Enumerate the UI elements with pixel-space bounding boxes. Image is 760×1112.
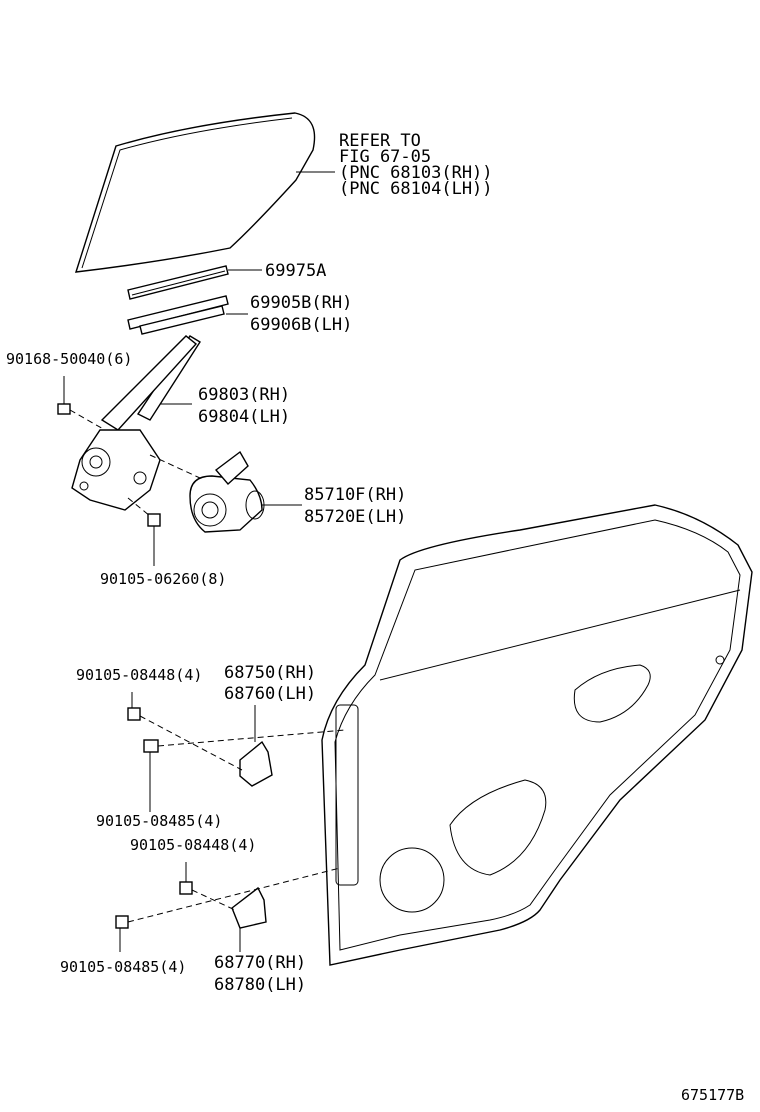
upper-hinge: [127, 692, 346, 812]
rear-door-panel: [321, 504, 753, 966]
label-90168-50040: 90168-50040(6): [6, 350, 132, 368]
door-glass: [75, 112, 316, 273]
diagram-code: 675177B: [681, 1086, 744, 1104]
window-regulator: [71, 335, 201, 511]
run-channel-strip: [127, 265, 229, 300]
bolt-90105-06260: [127, 497, 161, 566]
label-85710F: 85710F(RH): [304, 485, 406, 505]
label-68780: 68780(LH): [214, 975, 306, 995]
refer-line-3: (PNC 68103(RH)): [339, 163, 493, 183]
label-68770: 68770(RH): [214, 953, 306, 973]
regulator-motor: [149, 450, 265, 533]
label-69803: 69803(RH): [198, 385, 290, 405]
label-90105-08485-upper: 90105-08485(4): [96, 812, 222, 830]
lower-hinge: [115, 862, 341, 952]
refer-line-1: REFER TO: [339, 131, 421, 151]
label-68760: 68760(LH): [224, 684, 316, 704]
weatherstrip: [127, 295, 229, 335]
label-68750: 68750(RH): [224, 663, 316, 683]
label-69975A: 69975A: [265, 261, 326, 281]
label-90105-08448-lower: 90105-08448(4): [130, 836, 256, 854]
label-69905B: 69905B(RH): [250, 293, 352, 313]
refer-line-4: (PNC 68104(LH)): [339, 179, 493, 199]
label-90105-06260: 90105-06260(8): [100, 570, 226, 588]
refer-line-2: FIG 67-05: [339, 147, 431, 167]
bolt-90168: [57, 376, 106, 431]
label-69906B: 69906B(LH): [250, 315, 352, 335]
label-69804: 69804(LH): [198, 407, 290, 427]
label-85720E: 85720E(LH): [304, 507, 406, 527]
label-90105-08485-lower: 90105-08485(4): [60, 958, 186, 976]
label-90105-08448-upper: 90105-08448(4): [76, 666, 202, 684]
